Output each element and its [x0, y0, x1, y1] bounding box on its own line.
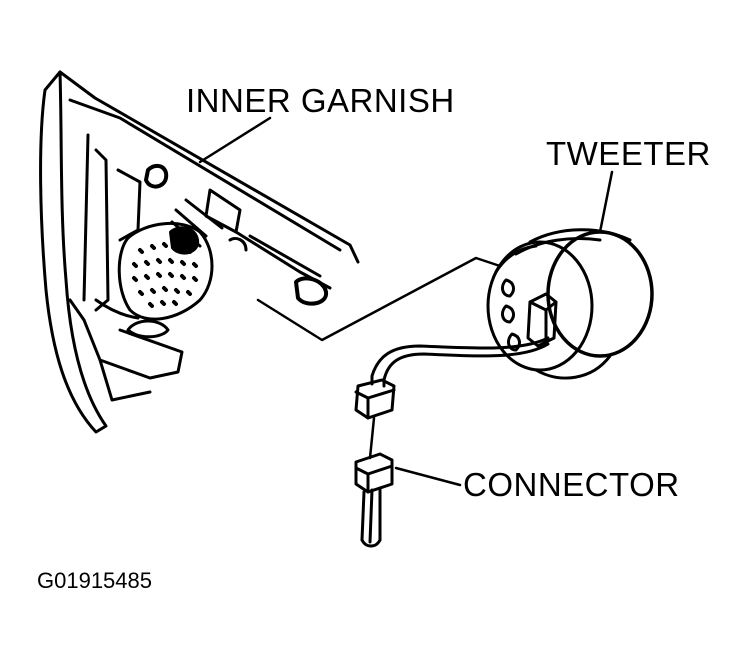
- connector-mating-line: [368, 416, 376, 460]
- grille-dots: [132, 242, 198, 308]
- harness-wires: [360, 486, 382, 544]
- inner-garnish-panel: [39, 70, 360, 434]
- tweeter-unit: [370, 228, 654, 388]
- tweeter-label: TWEETER: [546, 135, 711, 172]
- tweeter-front-face: [546, 230, 654, 358]
- connector-label: CONNECTOR: [463, 466, 680, 503]
- connector-upper-half: [354, 378, 396, 420]
- garnish-outer-edge: [39, 70, 108, 434]
- inner-garnish-leader-line: [198, 116, 272, 164]
- garnish-bottom-edge: [82, 318, 184, 380]
- installation-path-line: [256, 256, 502, 342]
- garnish-grille-opening: [117, 221, 214, 321]
- tweeter-rear-housing: [486, 240, 594, 372]
- connector-lower-half: [354, 452, 394, 548]
- figure-id-label: G01915485: [37, 568, 152, 593]
- connector-leader-line: [394, 466, 462, 487]
- tweeter-lead-wire: [370, 336, 550, 386]
- garnish-top-edge: [58, 70, 360, 264]
- inner-garnish-label: INNER GARNISH: [186, 82, 455, 119]
- tweeter-leader-line: [598, 170, 614, 234]
- tweeter-terminal-block: [526, 292, 558, 348]
